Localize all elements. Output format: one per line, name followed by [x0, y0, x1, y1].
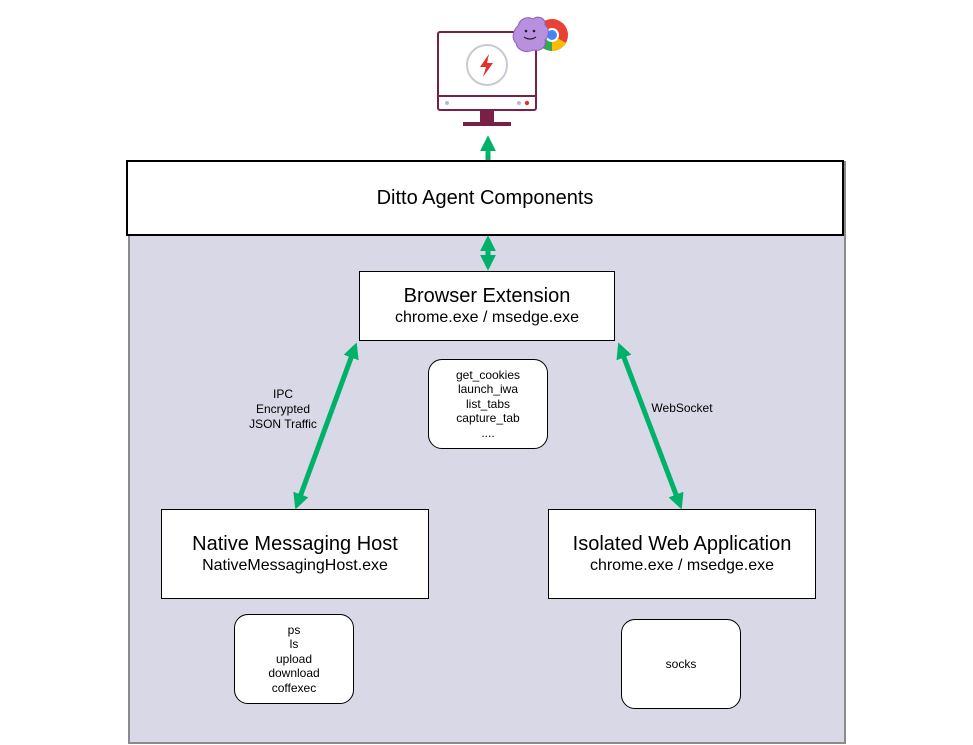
- isolated-web-application-node: Isolated Web Application chrome.exe / ms…: [548, 509, 816, 599]
- command-item: list_tabs: [465, 396, 511, 411]
- edge-label-line: JSON Traffic: [249, 417, 317, 431]
- command-item: socks: [665, 656, 697, 671]
- websocket-edge-label: WebSocket: [642, 401, 722, 416]
- node-subtitle: NativeMessagingHost.exe: [202, 557, 388, 574]
- iwa-commands-box: socks: [621, 619, 741, 709]
- node-title: Native Messaging Host: [192, 533, 398, 555]
- command-item: upload: [275, 651, 313, 666]
- command-item: capture_tab: [456, 411, 520, 426]
- node-subtitle: chrome.exe / msedge.exe: [394, 309, 580, 326]
- command-item: launch_iwa: [457, 382, 519, 397]
- native-messaging-host-node: Native Messaging Host NativeMessagingHos…: [161, 509, 429, 599]
- node-title: Isolated Web Application: [572, 533, 792, 555]
- edge-label-line: IPC: [272, 387, 293, 401]
- ipc-edge-label: IPC Encrypted JSON Traffic: [238, 387, 328, 432]
- arrow-extension-native-host: [293, 342, 359, 510]
- arrow-extension-iwa: [616, 342, 684, 510]
- browser-extension-node: Browser Extension chrome.exe / msedge.ex…: [359, 271, 615, 341]
- edge-label-line: WebSocket: [651, 401, 713, 415]
- command-item: coffexec: [271, 680, 317, 695]
- node-title: Browser Extension: [403, 285, 571, 307]
- diagram-title: Ditto Agent Components: [376, 186, 594, 209]
- edge-label-line: Encrypted: [255, 402, 311, 416]
- ditto-mascot-icon: [512, 16, 549, 53]
- lightning-icon: [466, 44, 508, 86]
- extension-commands-box: get_cookies launch_iwa list_tabs capture…: [428, 359, 548, 449]
- command-item: ....: [481, 425, 495, 440]
- command-item: get_cookies: [455, 367, 521, 382]
- node-subtitle: chrome.exe / msedge.exe: [589, 557, 775, 574]
- command-item: download: [268, 666, 320, 681]
- native-host-commands-box: ps ls upload download coffexec: [234, 614, 354, 704]
- monitor-icon: [437, 16, 568, 126]
- command-item: ls: [289, 637, 299, 652]
- diagram-title-box: Ditto Agent Components: [126, 160, 844, 236]
- command-item: ps: [287, 622, 301, 637]
